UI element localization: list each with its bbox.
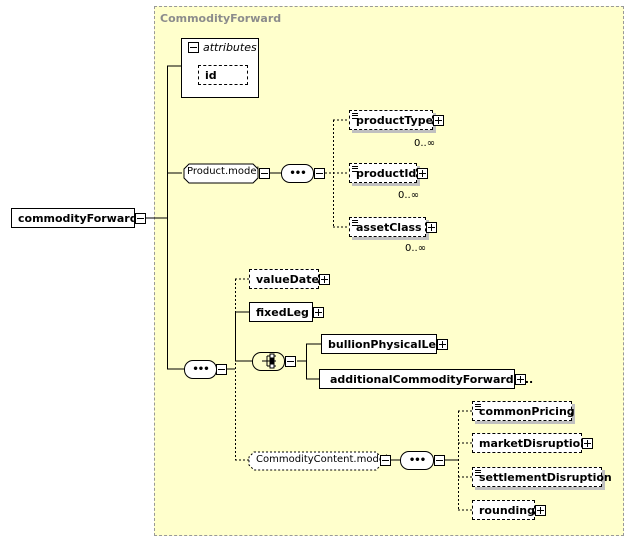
root-element-label: commodityForward: [18, 211, 138, 225]
element-marketdisruption-label: marketDisruption: [479, 436, 589, 450]
producttype-occurrence: 0..∞: [414, 138, 436, 149]
root-element-commodityforward[interactable]: commodityForward: [11, 208, 138, 228]
multi-occurrence-icon: [352, 113, 358, 119]
bullionphysicalleg-expand-toggle[interactable]: [437, 339, 448, 350]
element-additionalcommodityforwardleg[interactable]: additionalCommodityForwardL...: [319, 369, 533, 389]
sequence-dots-icon: •••: [289, 167, 306, 179]
element-productid-label: productId: [356, 166, 417, 180]
complex-type-title: CommodityForward: [160, 12, 282, 25]
productid-expand-toggle[interactable]: [417, 168, 428, 179]
element-producttype-label: productType: [356, 113, 434, 127]
sequence-dots-icon: •••: [192, 363, 209, 375]
productid-occurrence: 0..∞: [398, 190, 420, 201]
assetclass-expand-toggle[interactable]: [426, 222, 437, 233]
multi-occurrence-icon: [475, 404, 481, 410]
element-assetclass[interactable]: assetClass: [349, 217, 426, 237]
element-rounding-label: rounding: [479, 503, 535, 517]
product-model-shape: [183, 163, 259, 184]
assetclass-occurrence: 0..∞: [405, 243, 427, 254]
product-model-collapse-toggle[interactable]: [259, 168, 270, 179]
multi-occurrence-icon: [475, 470, 481, 476]
attributes-label: attributes: [203, 41, 257, 54]
attributes-collapse-toggle[interactable]: [188, 42, 199, 53]
main-sequence: •••: [184, 360, 217, 379]
choice-group-toggle[interactable]: [285, 356, 296, 367]
element-bullionphysicalleg-label: bullionPhysicalLeg: [328, 337, 444, 351]
element-fixedleg[interactable]: fixedLeg: [249, 302, 313, 322]
element-marketdisruption[interactable]: marketDisruption: [472, 433, 588, 453]
commodity-content-sequence-toggle[interactable]: [434, 455, 445, 466]
element-valuedate-label: valueDate: [256, 272, 319, 286]
product-model-sequence-toggle[interactable]: [314, 168, 325, 179]
main-sequence-toggle[interactable]: [216, 364, 227, 375]
rounding-expand-toggle[interactable]: [535, 505, 546, 516]
element-commonpricing-label: commonPricing: [479, 404, 575, 418]
fixedleg-expand-toggle[interactable]: [313, 307, 324, 318]
sequence-dots-icon: •••: [408, 454, 426, 466]
element-settlementdisruption-label: settlementDisruption: [479, 470, 612, 484]
element-additionalcommodityforwardleg-label: additionalCommodityForwardL...: [330, 372, 534, 386]
element-producttype[interactable]: productType: [349, 110, 433, 130]
product-model-label: Product.model: [187, 166, 260, 177]
element-bullionphysicalleg[interactable]: bullionPhysicalLeg: [321, 334, 444, 354]
element-rounding[interactable]: rounding: [472, 500, 535, 520]
commodity-content-sequence: •••: [400, 451, 434, 470]
attribute-id-label: id: [205, 68, 217, 82]
attribute-id[interactable]: id: [198, 65, 248, 85]
commodity-content-model-toggle[interactable]: [380, 455, 391, 466]
element-settlementdisruption[interactable]: settlementDisruption: [472, 467, 612, 487]
multi-occurrence-icon: [352, 166, 358, 172]
commodity-content-model-label: CommodityContent.model: [256, 454, 388, 465]
multi-occurrence-icon: [352, 220, 358, 226]
product-model-sequence: •••: [281, 164, 314, 183]
marketdisruption-expand-toggle[interactable]: [582, 438, 593, 449]
element-valuedate[interactable]: valueDate: [249, 269, 319, 289]
producttype-expand-toggle[interactable]: [433, 115, 444, 126]
root-collapse-toggle[interactable]: [135, 213, 146, 224]
additionalcommodityforwardleg-expand-toggle[interactable]: [515, 374, 526, 385]
element-assetclass-label: assetClass: [356, 220, 422, 234]
element-commonpricing[interactable]: commonPricing: [472, 401, 575, 421]
commodity-content-model-shape: [248, 451, 382, 471]
choice-group: [252, 352, 285, 371]
valuedate-expand-toggle[interactable]: [319, 274, 330, 285]
element-productid[interactable]: productId: [349, 163, 417, 183]
element-fixedleg-label: fixedLeg: [256, 305, 309, 319]
